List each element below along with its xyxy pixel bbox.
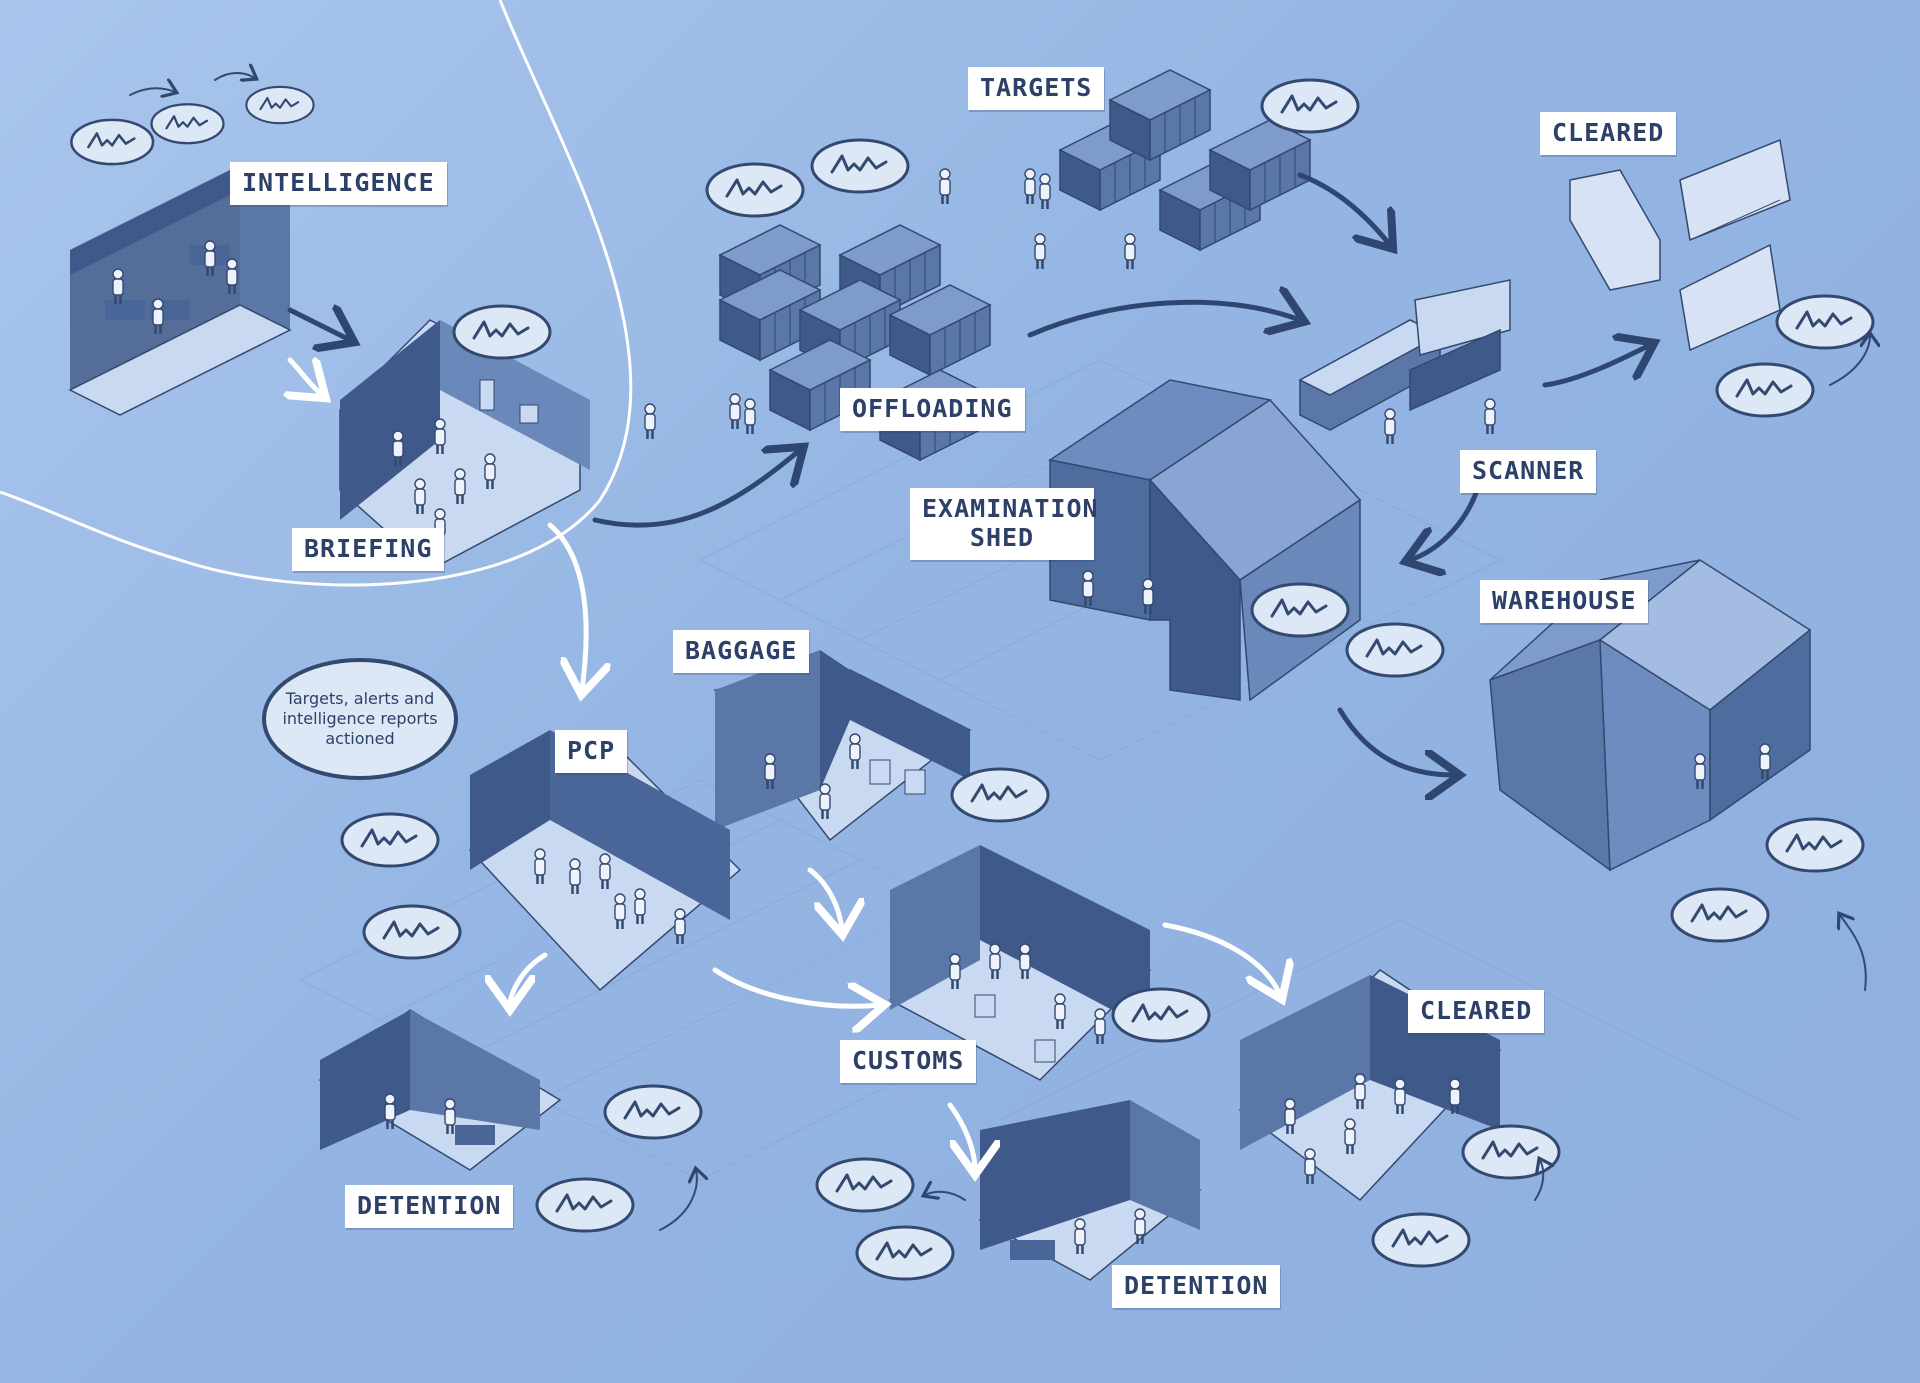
baggage-room	[713, 650, 972, 842]
scanner-truck	[1298, 279, 1511, 446]
callout-text: Targets, alerts and intelligence reports…	[282, 689, 438, 748]
label-offloading: OFFLOADING	[840, 388, 1025, 431]
label-targets: TARGETS	[968, 67, 1105, 110]
thin-arrows	[129, 73, 1870, 1231]
label-detention-left: DETENTION	[345, 1185, 514, 1228]
intelligence-zone-boundary	[0, 0, 633, 587]
label-baggage: BAGGAGE	[673, 630, 810, 673]
label-pcp: PCP	[555, 730, 628, 773]
detention-room-left	[318, 1009, 562, 1171]
label-cleared-top: CLEARED	[1540, 112, 1677, 155]
callout-bubble: Targets, alerts and intelligence reports…	[262, 658, 458, 780]
label-briefing: BRIEFING	[292, 528, 445, 571]
label-scanner: SCANNER	[1460, 450, 1597, 493]
label-intelligence: INTELLIGENCE	[230, 162, 447, 205]
briefing-room	[339, 319, 590, 571]
label-detention-center: DETENTION	[1112, 1265, 1281, 1308]
detention-room-center	[978, 1100, 1202, 1281]
label-examination-shed: EXAMINATION SHED	[910, 488, 1098, 560]
examination-shed	[1048, 379, 1362, 702]
pcp-room	[468, 730, 742, 992]
intelligence-room	[68, 165, 292, 416]
flow-arrows-dark	[287, 172, 1650, 775]
cleared-trucks	[1569, 138, 1791, 352]
label-examination-shed-text: EXAMINATION SHED	[922, 494, 1099, 552]
customs-room	[888, 845, 1152, 1081]
flow-arrows-white	[290, 360, 1280, 1170]
label-warehouse: WAREHOUSE	[1480, 580, 1649, 623]
label-customs: CUSTOMS	[840, 1040, 977, 1083]
label-cleared-bottom: CLEARED	[1408, 990, 1545, 1033]
